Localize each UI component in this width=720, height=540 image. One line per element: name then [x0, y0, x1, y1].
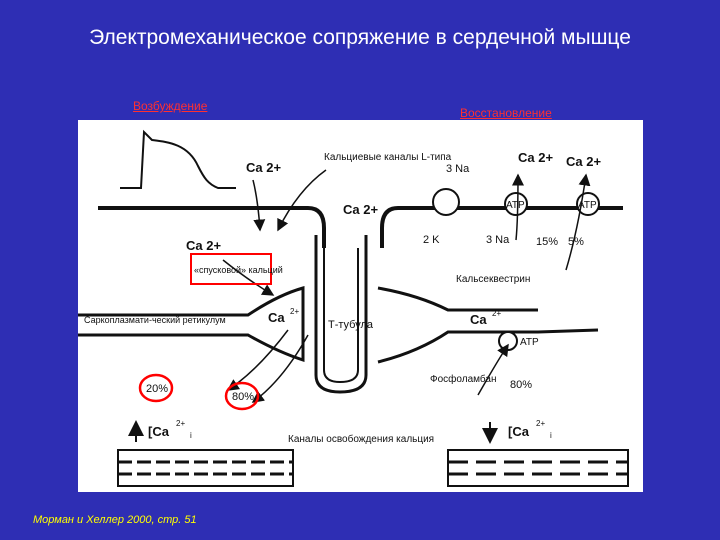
sarcolemma-tubule-outer [307, 206, 326, 248]
label-pct-5: 5% [568, 236, 584, 248]
arrow-channel-pointer [277, 169, 327, 232]
label-na3-bottom: 3 Na [486, 234, 510, 246]
label-ca-sr-right: Ca [470, 312, 487, 327]
label-ca-i-right-sub: i [550, 431, 552, 440]
label-l-channels: Кальциевые каналы L-типа [324, 152, 452, 163]
label-ca-tubule: Ca 2+ [343, 202, 378, 217]
diagram-svg: Ca 2+ Кальциевые каналы L-типа 3 Na Ca 2… [78, 129, 629, 487]
sarcomere-right [447, 449, 629, 487]
label-pct-20: 20% [146, 383, 168, 395]
label-atp-right: ATP [578, 200, 597, 211]
label-ca-sr-left-sup: 2+ [290, 307, 299, 316]
atp-pump-left [504, 192, 528, 216]
na-ca-exchanger [432, 188, 460, 216]
trigger-calcium-box [190, 253, 272, 285]
label-ca-i-left-sup: 2+ [176, 419, 185, 428]
label-ca-i-left-sub: i [190, 431, 192, 440]
action-potential-curve [120, 129, 236, 189]
label-ca-i-left: [Ca [148, 424, 170, 439]
sr-right [377, 286, 599, 364]
arrow-pump-2 [565, 173, 591, 271]
slide-title: Электромеханическое сопряжение в сердечн… [89, 26, 631, 49]
label-calsequestrin: Кальсеквестрин [456, 274, 530, 285]
arrow-ca-entry [252, 179, 266, 232]
label-ca-pump-2: Ca 2+ [566, 154, 601, 169]
label-ca-pump-1: Ca 2+ [518, 150, 553, 165]
sarcomere-left [117, 449, 294, 487]
arrow-release-2 [251, 334, 309, 403]
label-ca-sr-right-sup: 2+ [492, 309, 501, 318]
recovery-label[interactable]: Восстановление [460, 106, 552, 120]
sr-left [78, 286, 305, 363]
arrow-trigger [222, 259, 275, 296]
label-pct-80-left: 80% [232, 391, 254, 403]
label-atp-left: ATP [506, 200, 525, 211]
label-pct-15: 15% [536, 236, 558, 248]
label-trigger-calcium: «спусковой» кальций [194, 265, 283, 275]
pct-20-highlight [138, 373, 174, 403]
label-ca-i-right: [Ca [508, 424, 530, 439]
t-tubule-inner [323, 248, 359, 384]
label-sr: Саркоплазмати-ческий ретикулум [84, 315, 226, 325]
label-phospholamban: Фосфоламбан [430, 373, 496, 385]
label-na3-top: 3 Na [446, 163, 470, 175]
pct-80-highlight [224, 381, 260, 411]
reference-citation: Морман и Хеллер 2000, стр. 51 [33, 514, 197, 526]
label-pct-80-right: 80% [510, 379, 532, 391]
label-t-tubule: Т-тубула [328, 319, 374, 331]
label-ca-entry: Ca 2+ [246, 160, 281, 175]
label-ca-trigger: Ca 2+ [186, 238, 221, 253]
arrow-uptake [477, 343, 509, 396]
label-release-channels: Каналы освобождения кальция [288, 433, 434, 445]
sarcolemma-tubule-right [380, 206, 399, 248]
t-tubule-wall [314, 235, 368, 394]
coupling-diagram: Ca 2+ Кальциевые каналы L-типа 3 Na Ca 2… [78, 120, 643, 492]
excitation-label[interactable]: Возбуждение [133, 99, 208, 113]
label-k2: 2 K [423, 234, 440, 246]
label-atp-sr: ATP [520, 337, 539, 348]
arrow-pump-1 [511, 173, 524, 241]
label-ca-i-right-sup: 2+ [536, 419, 545, 428]
sr-atp-pump [498, 331, 518, 351]
label-ca-sr-left: Ca [268, 310, 285, 325]
